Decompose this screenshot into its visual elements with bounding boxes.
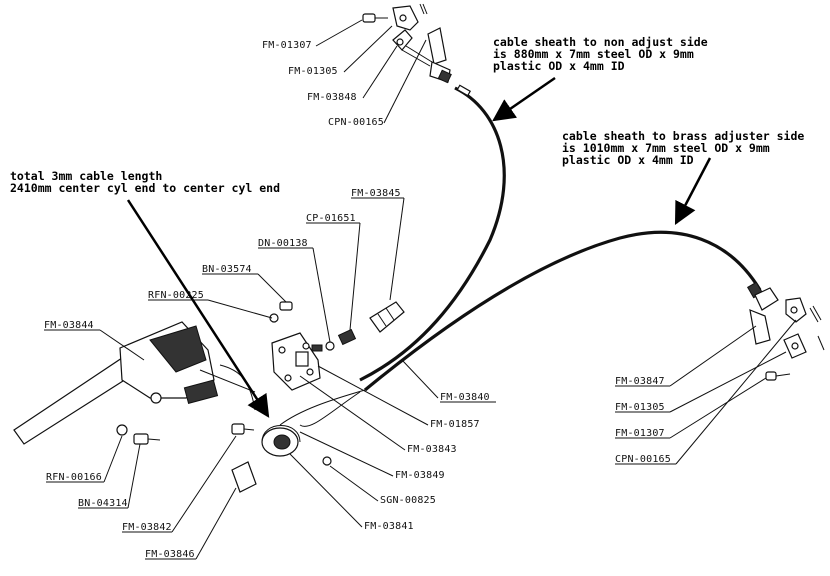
note-brass-arrow bbox=[674, 157, 712, 225]
label-fm-01857: FM-01857 bbox=[430, 419, 480, 430]
equalizer-bracket bbox=[271, 332, 323, 391]
note-total-line-1: total 3mm cable length bbox=[10, 169, 162, 183]
label-dn-00138: DN-00138 bbox=[258, 238, 308, 249]
label-fm-03840: FM-03840 bbox=[440, 392, 490, 403]
label-fm-03843: FM-03843 bbox=[407, 444, 457, 455]
note-brass-line-3: plastic OD x 4mm ID bbox=[562, 153, 694, 167]
label-fm-01307-top: FM-01307 bbox=[262, 40, 312, 51]
note-total-arrow bbox=[126, 199, 270, 418]
note-total-length: total 3mm cable length 2410mm center cyl… bbox=[10, 169, 280, 418]
label-fm-03848: FM-03848 bbox=[307, 92, 357, 103]
note-brass-line-2: is 1010mm x 7mm steel OD x 9mm bbox=[562, 141, 770, 155]
label-fm-03847: FM-03847 bbox=[615, 376, 665, 387]
label-fm-03844: FM-03844 bbox=[44, 320, 94, 331]
pulley bbox=[261, 425, 301, 457]
label-fm-01305-right: FM-01305 bbox=[615, 402, 665, 413]
label-fm-03841: FM-03841 bbox=[364, 521, 414, 532]
label-fm-03846: FM-03846 bbox=[145, 549, 195, 560]
label-sgn-00825: SGN-00825 bbox=[380, 495, 436, 506]
note-non-adjust-line-3: plastic OD x 4mm ID bbox=[493, 59, 625, 73]
label-cpn-00165-top: CPN-00165 bbox=[328, 117, 384, 128]
note-non-adjust-side: cable sheath to non adjust side is 880mm… bbox=[492, 35, 708, 122]
note-brass-line-1: cable sheath to brass adjuster side bbox=[562, 129, 804, 143]
note-non-adjust-line-1: cable sheath to non adjust side bbox=[493, 35, 708, 49]
small-fasteners bbox=[269, 301, 405, 466]
note-non-adjust-line-2: is 880mm x 7mm steel OD x 9mm bbox=[493, 47, 694, 61]
part-labels: FM-01307 FM-01305 FM-03848 CPN-00165 FM-… bbox=[44, 19, 797, 560]
label-rfn-00225: RFN-00225 bbox=[148, 290, 204, 301]
handbrake-lever bbox=[13, 321, 257, 493]
label-rfn-00166: RFN-00166 bbox=[46, 472, 102, 483]
label-fm-03845: FM-03845 bbox=[351, 188, 401, 199]
note-total-line-2: 2410mm center cyl end to center cyl end bbox=[10, 181, 280, 195]
right-cable-end-assembly bbox=[746, 281, 825, 381]
label-fm-03849: FM-03849 bbox=[395, 470, 445, 481]
note-non-adjust-arrow bbox=[492, 76, 556, 122]
label-fm-01305-top: FM-01305 bbox=[288, 66, 338, 77]
label-cpn-00165-right: CPN-00165 bbox=[615, 454, 671, 465]
label-fm-03842: FM-03842 bbox=[122, 522, 172, 533]
cable-brass-adjuster-side bbox=[363, 230, 762, 392]
label-bn-04314: BN-04314 bbox=[78, 498, 128, 509]
top-cable-end-assembly bbox=[362, 3, 472, 97]
label-cp-01651: CP-01651 bbox=[306, 213, 356, 224]
cable-non-adjust-side bbox=[359, 86, 506, 382]
label-bn-03574: BN-03574 bbox=[202, 264, 252, 275]
label-fm-01307-right: FM-01307 bbox=[615, 428, 665, 439]
note-brass-adjuster-side: cable sheath to brass adjuster side is 1… bbox=[562, 129, 804, 225]
